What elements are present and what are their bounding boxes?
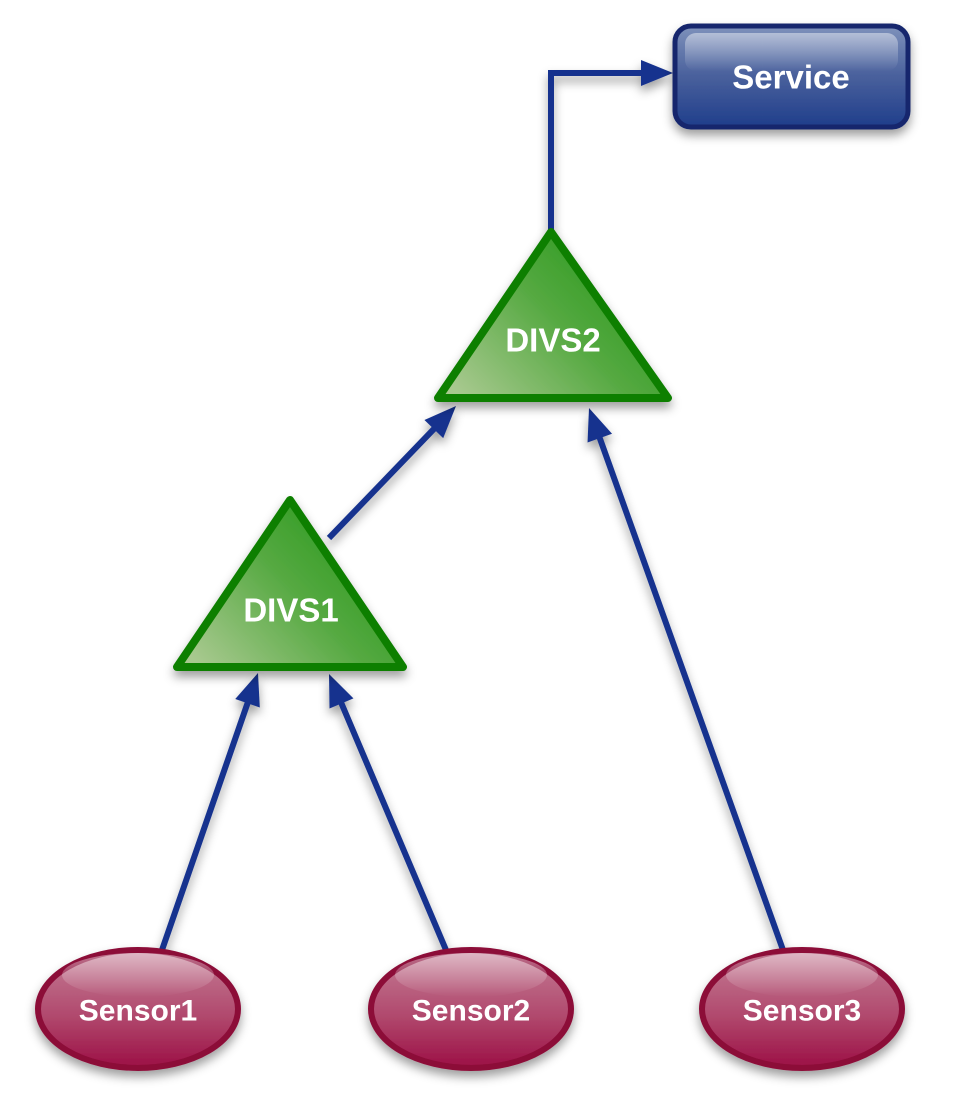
service-label: Service [732,59,849,96]
node-sensor1: Sensor1 [35,947,241,1071]
arrowhead [329,674,354,709]
node-sensor2: Sensor2 [368,947,574,1071]
arrowhead [424,406,456,439]
sensor3-gloss [726,953,878,997]
edges-layer [159,60,786,952]
divs1-label: DIVS1 [243,592,338,629]
service-gloss [685,33,898,71]
divs2-triangle [434,228,672,402]
sensor1-gloss [62,953,214,997]
arrowhead [641,60,673,86]
edge-sensor3-divs2 [596,435,786,952]
sensor3-label: Sensor3 [743,995,861,1028]
divs1-triangle [173,496,407,671]
arrowhead [235,673,260,708]
edge-divs2-service [548,70,643,230]
node-service: Service [672,23,911,130]
edge-sensor2-divs1 [337,700,449,952]
edge-sensor1-divs1 [159,700,252,951]
node-divs2: DIVS2 [434,228,672,402]
node-sensor3: Sensor3 [699,947,905,1071]
sensor2-label: Sensor2 [412,995,530,1028]
edge-divs1-divs2 [326,425,438,541]
sensor1-label: Sensor1 [79,995,197,1028]
sensor2-gloss [395,953,547,997]
divs2-label: DIVS2 [505,322,600,359]
arrowhead [587,408,613,443]
node-divs1: DIVS1 [173,496,407,671]
